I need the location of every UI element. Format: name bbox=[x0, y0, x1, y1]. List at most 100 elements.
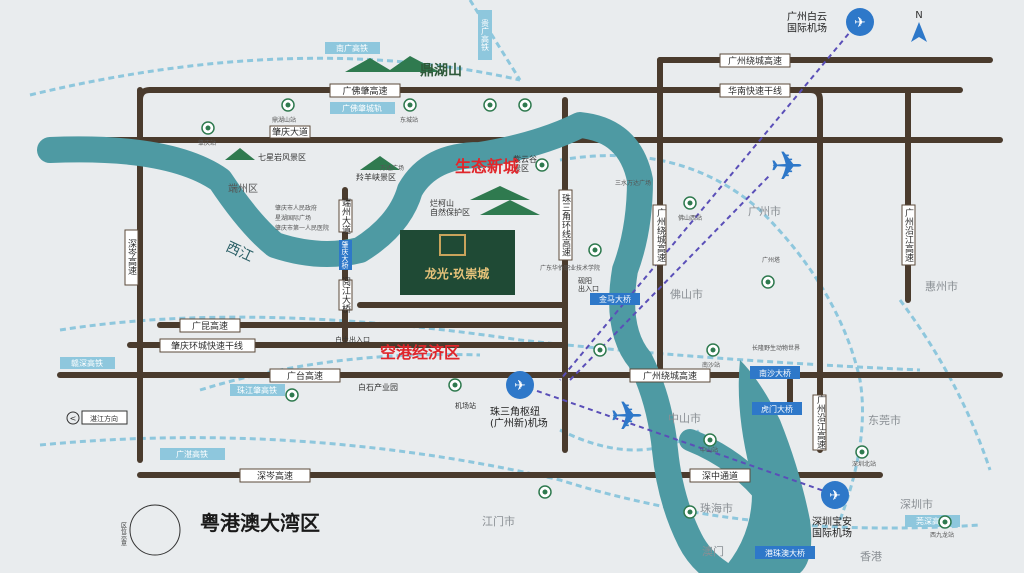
mountain-label: 鼎湖山 bbox=[420, 62, 462, 79]
exit-label: 白土出入口 bbox=[335, 335, 370, 344]
highway-label: 阅江大桥 bbox=[340, 277, 351, 314]
city-label: 东莞市 bbox=[868, 413, 901, 427]
poi-label: 肇庆市人民政府 bbox=[275, 204, 317, 212]
project-block: 龙光·玖崇城 bbox=[400, 230, 515, 295]
railway-labels: 南广高铁 广佛肇城轨 贵广高铁 珠江肇高铁 广湛高铁 赣深高铁 莞深高铁 bbox=[60, 10, 960, 527]
airplane-icon: ✈ bbox=[770, 144, 804, 190]
poi-label: 肇庆市第一人民医院 bbox=[275, 224, 329, 232]
compass: N bbox=[911, 10, 927, 42]
bridge-label: 虎门大桥 bbox=[761, 404, 793, 414]
highway-label: 广昆高速 bbox=[192, 320, 228, 332]
poi-marker bbox=[593, 343, 607, 357]
airport-zone-label: 空港经济区 bbox=[380, 343, 460, 362]
highway-label: 广台高速 bbox=[287, 370, 323, 382]
building-logo-icon bbox=[439, 234, 466, 256]
airport-label: 珠三角枢纽(广州新)机场 bbox=[490, 405, 548, 430]
city-label: 中山市 bbox=[668, 411, 701, 425]
city-labels: 端州区 广州市 佛山市 惠州市 中山市 东莞市 江门市 珠海市 深圳市 澳门 香… bbox=[228, 182, 958, 563]
highway-label: 广州沿江高速 bbox=[903, 207, 914, 263]
industrial-label: 白石产业园 bbox=[358, 382, 398, 392]
mountain-label: 七星岩风景区 bbox=[258, 152, 306, 162]
pearl-river-estuary bbox=[720, 360, 812, 573]
railway-label: 广湛高铁 bbox=[176, 449, 208, 459]
station-label: 机场站 bbox=[455, 401, 476, 410]
city-label: 珠海市 bbox=[700, 501, 733, 515]
svg-text:✈: ✈ bbox=[514, 378, 526, 394]
highway-label: 华南快速干线 bbox=[728, 85, 782, 97]
highway-label: 广州绕城高速 bbox=[728, 55, 782, 67]
city-label: 惠州市 bbox=[925, 279, 958, 293]
highway-label: 深中通道 bbox=[702, 470, 738, 482]
poi-label: 深圳北站 bbox=[852, 460, 876, 468]
poi-label: 三水万达广场 bbox=[615, 179, 651, 187]
poi-marker bbox=[683, 505, 697, 519]
poi-label: 中山站 bbox=[700, 446, 718, 454]
highway-label: 广佛肇高速 bbox=[342, 85, 387, 97]
poi-marker bbox=[285, 388, 299, 402]
highway-label: 广州沿江高速 bbox=[815, 394, 826, 450]
poi-labels: 肇庆站 鼎湖山站 东城站 万达广场 三水万达广场 肇庆市人民政府 星湖国际广场 … bbox=[198, 116, 954, 539]
poi-marker bbox=[855, 445, 869, 459]
poi-label: 广州塔 bbox=[762, 256, 780, 264]
highway-label: 肇庆大桥 bbox=[341, 240, 349, 270]
city-label: 端州区 bbox=[228, 182, 258, 195]
railway-label: 莞深高铁 bbox=[916, 516, 948, 526]
legend-block: 区位示意 粤港澳大湾区 bbox=[120, 504, 320, 556]
mountain-label: 羚羊峡景区 bbox=[356, 172, 396, 182]
bridge-label: 南沙大桥 bbox=[759, 368, 791, 378]
poi-marker bbox=[703, 433, 717, 447]
railway-label: 贵广高铁 bbox=[481, 18, 490, 52]
eco-city-label: 生态新城 bbox=[455, 157, 519, 176]
bridge-label: 金马大桥 bbox=[599, 294, 631, 304]
airplane-icon bbox=[846, 8, 874, 36]
exit-label: 砚阳出入口 bbox=[578, 276, 599, 293]
railway-label: 广佛肇城轨 bbox=[342, 103, 382, 113]
poi-marker bbox=[761, 275, 775, 289]
chevron-left-icon: < bbox=[70, 414, 77, 423]
city-label: 香港 bbox=[860, 550, 882, 563]
city-label: 江门市 bbox=[482, 514, 515, 528]
mountain-label: 烂柯山自然保护区 bbox=[430, 198, 470, 217]
airplane-icon bbox=[821, 481, 849, 509]
highway-label: 肇庆环城快速干线 bbox=[171, 340, 243, 352]
poi-markers bbox=[201, 98, 952, 529]
highway-label: 广州绕城高速 bbox=[655, 207, 666, 263]
svg-text:✈: ✈ bbox=[829, 488, 841, 504]
highway-label: 广州绕城高速 bbox=[643, 370, 697, 382]
poi-label: 广东华侨职业技术学院 bbox=[540, 264, 600, 272]
direction-indicator: < 湛江方向 bbox=[66, 410, 128, 425]
poi-marker bbox=[588, 243, 602, 257]
legend-circle bbox=[129, 504, 181, 556]
poi-marker bbox=[535, 158, 549, 172]
svg-text:✈: ✈ bbox=[854, 15, 866, 31]
airplane-icon bbox=[506, 371, 534, 399]
poi-label: 东城站 bbox=[400, 116, 418, 124]
poi-marker bbox=[683, 196, 697, 210]
poi-label: 星湖国际广场 bbox=[275, 214, 311, 222]
poi-label: 西九龙站 bbox=[930, 531, 954, 539]
highway-label: 端州大道 bbox=[340, 197, 351, 235]
poi-marker bbox=[483, 98, 497, 112]
compass-arrow-icon bbox=[911, 22, 927, 42]
airport-label: 深圳宝安国际机场 bbox=[812, 515, 852, 540]
city-label: 深圳市 bbox=[900, 497, 933, 511]
svg-text:N: N bbox=[915, 10, 922, 21]
poi-label: 鼎湖山站 bbox=[272, 116, 296, 124]
poi-marker bbox=[938, 515, 952, 529]
city-label: 澳门 bbox=[702, 544, 724, 558]
mountain-label: 紫云谷景区 bbox=[513, 155, 537, 173]
airport-labels: 广州白云国际机场 珠三角枢纽(广州新)机场 深圳宝安国际机场 bbox=[490, 10, 852, 540]
project-name: 龙光·玖崇城 bbox=[425, 266, 490, 281]
highway-label: 珠三角环线高速 bbox=[560, 192, 571, 257]
poi-marker bbox=[538, 485, 552, 499]
mountain-icons bbox=[225, 56, 540, 215]
poi-label: 南沙站 bbox=[702, 361, 720, 369]
bridge-label: 港珠澳大桥 bbox=[765, 548, 805, 558]
airplane-icon: ✈ bbox=[610, 394, 644, 440]
poi-marker bbox=[201, 121, 215, 135]
xijiang-river bbox=[37, 112, 733, 573]
poi-label: 肇庆站 bbox=[198, 139, 216, 147]
poi-label: 长隆野生动物世界 bbox=[752, 344, 800, 352]
poi-marker bbox=[518, 98, 532, 112]
